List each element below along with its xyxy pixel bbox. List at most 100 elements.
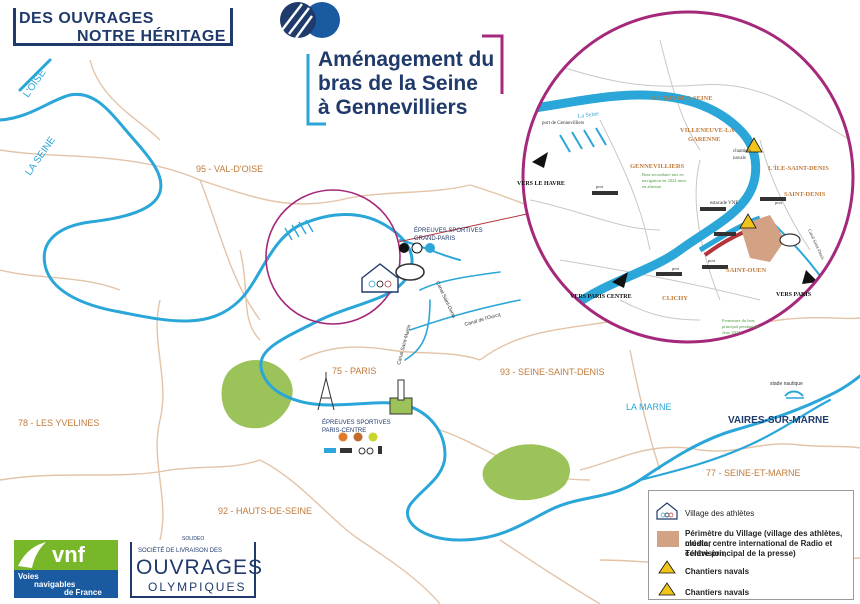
inset-seine (523, 90, 761, 335)
inset-villeneuve-line1: VILLENEUVE-LA- (680, 127, 736, 134)
inset-bras-line1: Bras secondaire mis en (642, 172, 684, 177)
river-seine-label: LA SEINE (23, 135, 58, 178)
event-paris-centre-line2: PARIS-CENTRE (322, 428, 366, 434)
inset-port-docks (592, 191, 786, 276)
title-box: Aménagement du bras de la Seine à Gennev… (306, 34, 504, 126)
port-hatches (284, 219, 314, 241)
inset-estacade: estacade VNF (710, 201, 738, 206)
inset-port-2: port (775, 200, 783, 205)
department-boundaries (0, 59, 860, 604)
connector-line (397, 211, 537, 243)
badge-frame (13, 8, 233, 46)
inset-chantiers: chantiers (733, 149, 751, 154)
solideo-line1: SOCIÉTÉ DE LIVRAISON DES (138, 548, 223, 554)
inset-vers-paris-centre: VERS PARIS CENTRE (570, 294, 632, 300)
canal-st-denis-label: Canal Saint-Denis (434, 280, 457, 320)
perimeter-swatch (657, 531, 679, 547)
inset-port-4: port (672, 266, 680, 271)
inset-saint-denis: SAINT-DENIS (784, 191, 826, 198)
inset-port-gennevilliers: port de Gennevilliers (542, 121, 584, 126)
inset-bras-line3: en alternat (642, 184, 662, 189)
dept-yvelines: 78 - LES YVELINES (18, 418, 99, 428)
legend-perimetre-line3: centre principal de la presse) (685, 549, 796, 558)
vnf-line1: Voies (18, 572, 39, 581)
olympic-works-logo (280, 2, 340, 39)
warning-icon (739, 213, 757, 229)
arrow-vers-paris-centre (612, 272, 628, 288)
legend: Village des athlètes Périmètre du Villag… (648, 490, 854, 600)
arrow-vers-paris (802, 270, 818, 284)
inset-bras-line2: navigation en 2024 mise (642, 178, 686, 183)
dept-hauts-de-seine: 92 - HAUTS-DE-SEINE (218, 506, 312, 516)
monument-icon (389, 379, 413, 415)
canal-ourcq-label: Canal de l'Ourcq (464, 312, 502, 328)
stade-nautique-icon (784, 390, 804, 399)
heritage-badge: DES OUVRAGES NOTRE HÉRITAGE (13, 8, 235, 48)
vnf-wave-icon (18, 542, 46, 568)
title-line3: à Gennevilliers (318, 96, 468, 119)
title-line2: bras de la Seine (318, 72, 478, 95)
warning-icon (658, 560, 676, 574)
title-line1: Aménagement du (318, 48, 495, 71)
park-boulogne (221, 359, 293, 429)
village-icon (656, 502, 678, 520)
inset-port-3: port (708, 258, 716, 263)
vnf-line2: navigables (34, 580, 76, 589)
eiffel-tower-icon (317, 372, 335, 411)
inset-vers-havre: VERS LE HAVRE (517, 181, 565, 187)
inset-fermeture-line1: Fermeture du bras (722, 318, 755, 323)
warning-icon (745, 137, 763, 153)
event-grand-paris-line1: ÉPREUVES SPORTIVES (414, 227, 483, 234)
inset-ile-st-denis: L'ÎLE-SAINT-DENIS (768, 164, 829, 172)
dept-seine-saint-denis: 93 - SEINE-SAINT-DENIS (500, 367, 605, 377)
place-vaires: VAIRES-SUR-MARNE (728, 415, 829, 426)
solideo-tag: SOLIDEO (180, 536, 207, 542)
vnf-logo: vnf Voies navigables de France (14, 540, 118, 598)
badge-line2: NOTRE HÉRITAGE (77, 28, 226, 45)
inset-gennevilliers: GENNEVILLIERS (630, 163, 685, 170)
arrow-vers-havre (532, 152, 548, 168)
legend-perimetre-line1: Périmètre du Village (village des athlèt… (685, 529, 843, 548)
inset-saint-ouen: SAINT-OUEN (726, 267, 767, 274)
legend-perimetre-line2: média, centre international de Radio et … (685, 539, 833, 558)
inset-epinay: EPINAY-SUR-SEINE (652, 95, 713, 102)
inset-la-seine: La Seine (577, 111, 599, 120)
title-frame (306, 34, 504, 126)
inset-fermeture-line3: Jeux 2024 (722, 330, 741, 335)
stadium-icon (395, 263, 425, 281)
solideo-line2: OUVRAGES (136, 556, 264, 579)
legend-village: Village des athlètes (685, 509, 755, 518)
place-stade-nautique: stade nautique (770, 381, 803, 387)
village-icon (361, 263, 399, 293)
dept-seine-et-marne: 77 - SEINE-ET-MARNE (706, 468, 801, 478)
warning-icon (658, 582, 676, 596)
sport-icons-grand-paris (399, 242, 435, 254)
inset-port-1: port (596, 184, 604, 189)
sport-icons-paris-centre (324, 432, 382, 455)
inset-port-hatches (559, 127, 607, 153)
solideo-line3: OLYMPIQUES (148, 580, 247, 594)
canal-st-martin-label: Canal Saint-Martin (396, 324, 413, 366)
park-vincennes (482, 444, 570, 501)
event-grand-paris-line2: GRAND-PARIS (414, 236, 455, 242)
stadium-icon (779, 233, 801, 247)
inset-vers-paris: VERS PARIS (776, 292, 812, 298)
badge-line1: DES OUVRAGES (19, 10, 154, 27)
inset-clichy: CLICHY (662, 295, 688, 302)
event-paris-centre-line1: ÉPREUVES SPORTIVES (322, 419, 391, 426)
inset-circle (521, 10, 855, 344)
vnf-line3: de France (64, 588, 102, 597)
inset-fermeture-line2: principal pendant les (722, 324, 760, 329)
solideo-logo: SOLIDEO SOCIÉTÉ DE LIVRAISON DES OUVRAGE… (130, 536, 262, 598)
inset-map (523, 12, 853, 342)
vnf-big: vnf (52, 542, 85, 567)
legend-chantiers-1: Chantiers navals (685, 567, 750, 576)
inset-navals: navals (733, 156, 746, 161)
legend-symbols (656, 502, 679, 596)
river-marne-label: LA MARNE (626, 402, 672, 412)
gennevilliers-circle (265, 189, 401, 325)
dept-val-doise: 95 - VAL-D'OISE (196, 164, 263, 174)
legend-chantiers-2: Chantiers navals (685, 588, 750, 597)
